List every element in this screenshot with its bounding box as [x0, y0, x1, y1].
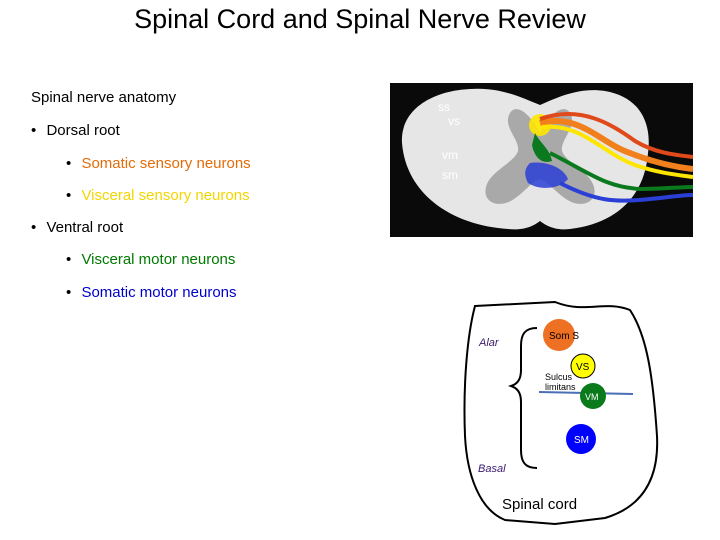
spinal-cord-cross-section-image: ss vs vm sm — [390, 83, 693, 237]
visceral-sensory-fiber — [541, 124, 693, 179]
vs-circle — [570, 353, 596, 379]
bullet-marker: • — [66, 187, 72, 204]
bullet-text: Ventral root — [46, 219, 124, 236]
bullet-somatic-sensory: • Somatic sensory neurons — [66, 155, 251, 172]
bullet-marker: • — [66, 284, 72, 301]
bullet-text: Visceral motor neurons — [81, 251, 236, 268]
cord-outline — [463, 300, 659, 526]
vm-circle — [580, 383, 606, 409]
diagram-caption: Spinal cord — [502, 496, 578, 513]
bullet-text: Dorsal root — [46, 122, 120, 139]
somatic-motor-region — [525, 162, 568, 188]
central-brace — [507, 327, 538, 469]
slide-title: Spinal Cord and Spinal Nerve Review — [134, 4, 586, 34]
bullet-text: Somatic sensory neurons — [81, 155, 251, 172]
label-sm: SM — [574, 435, 589, 446]
bullet-visceral-motor: • Visceral motor neurons — [66, 251, 235, 268]
label-alar: Alar — [478, 337, 500, 349]
label-limitans: limitans — [545, 382, 576, 392]
label-sm: sm — [442, 168, 458, 182]
bullet-somatic-motor: • Somatic motor neurons — [66, 284, 237, 301]
bullet-visceral-sensory: • Visceral sensory neurons — [66, 187, 250, 204]
bullet-marker: • — [31, 122, 37, 139]
bullet-ventral-root: • Ventral root — [31, 219, 123, 236]
sm-circle — [566, 424, 596, 454]
label-basal: Basal — [478, 463, 506, 475]
somatic-motor-fiber — [559, 181, 693, 203]
sensory-fiber-red — [539, 112, 693, 159]
label-sulcus: Sulcus — [545, 372, 573, 382]
label-vm: vm — [442, 148, 458, 162]
bullet-text: Visceral sensory neurons — [81, 187, 250, 204]
spinal-cord-schematic: Som S VS VM SM Alar Basal Sulcus limitan… — [463, 300, 659, 526]
visceral-motor-fiber — [549, 151, 693, 192]
section-subtitle: Spinal nerve anatomy — [31, 89, 177, 106]
label-vs: vs — [448, 114, 460, 128]
label-vs: VS — [576, 362, 590, 373]
som-s-circle — [543, 319, 575, 351]
bullet-marker: • — [66, 251, 72, 268]
label-som-s: Som S — [549, 331, 579, 342]
somatic-sensory-fiber — [539, 118, 693, 172]
bullet-dorsal-root: • Dorsal root — [31, 122, 120, 139]
bullet-marker: • — [31, 219, 37, 236]
visceral-motor-region — [532, 133, 552, 162]
bullet-text: Somatic motor neurons — [81, 284, 237, 301]
label-ss: ss — [438, 100, 450, 114]
bullet-marker: • — [66, 155, 72, 172]
label-vm: VM — [585, 392, 599, 402]
